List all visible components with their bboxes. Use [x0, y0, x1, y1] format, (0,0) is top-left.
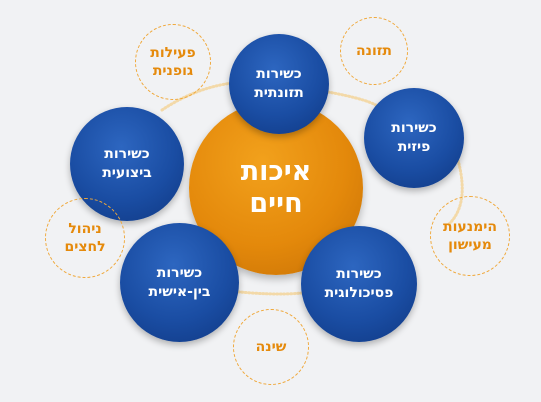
factor-label-line1: פעילות — [150, 44, 196, 61]
node-label-line1: כשירות — [104, 146, 150, 163]
factor-stress-management: ניהול לחצים — [45, 198, 125, 278]
node-nutritional-readiness: כשירות תזונתית — [229, 34, 329, 134]
node-label-line2: פסיכולוגית — [324, 285, 394, 301]
node-physical-readiness: כשירות פיזית — [364, 88, 464, 188]
factor-label-line2: מעישון — [448, 237, 492, 253]
node-label-line2: בין-אישית — [148, 283, 211, 300]
center-label-line1: איכות — [240, 155, 312, 187]
factor-label-line2: גופנית — [152, 63, 194, 79]
node-label-line1: כשירות — [336, 266, 382, 283]
node-label-line1: כשירות — [156, 264, 203, 281]
node-psychological-readiness: כשירות פסיכולוגית — [301, 226, 417, 342]
factor-label-line1: הימנעות — [443, 218, 497, 235]
connector-nutritional-physical — [326, 90, 382, 110]
center-label-line2: חיים — [249, 188, 303, 219]
factor-label-line1: שינה — [255, 338, 287, 355]
node-interpersonal-readiness: כשירות בין-אישית — [120, 223, 239, 342]
factor-sleep: שינה — [233, 309, 309, 385]
node-label-line1: כשירות — [256, 66, 302, 83]
factor-physical-activity: פעילות גופנית — [135, 24, 211, 100]
factor-substance-avoidance: הימנעות מעישון — [430, 196, 510, 276]
node-label-line2: תזונתית — [254, 85, 304, 101]
factor-nutrition: תזונה — [340, 17, 408, 85]
factor-label-line2: לחצים — [64, 239, 106, 255]
node-label-line1: כשירות — [391, 120, 437, 137]
node-label-line2: ביצועית — [102, 165, 152, 181]
factor-label-line1: תזונה — [356, 42, 392, 59]
connector-performance-nutritional — [160, 81, 234, 112]
factor-label-line1: ניהול — [68, 220, 102, 237]
node-label-line2: פיזית — [397, 139, 431, 155]
